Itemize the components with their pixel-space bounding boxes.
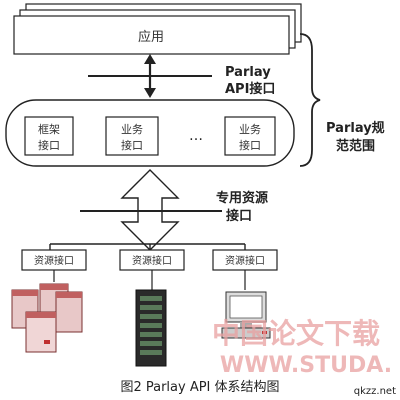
service-interface-1-rect [105,116,159,156]
resource-interface-box-3: 资源接口 [212,249,278,271]
server-led [44,340,50,344]
parlay-spec-label-line2: 范范围 [336,138,375,154]
dedicated-resource-label-line2: 接口 [226,208,252,224]
rack-slot-5 [140,332,162,337]
resource-interface-box-1: 资源接口 [21,249,87,271]
framework-interface-rect [24,116,74,156]
parlay-api-label-line2: API接口 [225,81,275,97]
api-double-arrow [88,54,212,98]
service-interface-2-line1: 业务 [239,123,261,136]
framework-interface-line2: 接口 [38,139,60,152]
application-stack: 应用 [13,3,302,55]
service-interface-1-line1: 业务 [121,123,143,136]
framework-interface-line1: 框架 [38,123,60,136]
service-interface-2-line2: 接口 [239,139,261,152]
resource-hollow-arrow [80,169,222,251]
rack-slot-1 [140,296,162,301]
server-unit-front [25,311,57,353]
parlay-spec-label-line1: Parlay规 [326,121,385,136]
resource-interface-box-2: 资源接口 [119,249,185,271]
watermark-top-text: 中国论文下载 [212,317,380,350]
service-interface-1-line2: 接口 [121,139,143,152]
monitor-screen [229,295,263,319]
service-interface-2-rect [224,116,276,156]
resource-interface-1-label: 资源接口 [34,254,74,267]
application-layer-front [13,15,290,55]
framework-interface-box: 框架 接口 [24,116,74,156]
api-arrow-head-up [144,54,156,64]
dedicated-resource-label-line1: 专用资源 [216,190,268,206]
desktop-led [262,331,267,334]
watermark-url-text: WWW.STUDA. [220,353,392,378]
resource-interface-2-label: 资源接口 [132,254,172,267]
parlay-api-label-line1: Parlay [225,65,271,80]
watermark-site-text: qkzz.net [354,386,396,397]
server-cluster-icon [11,283,83,353]
monitor-stand [240,322,252,328]
server-unit-left-top [12,290,38,296]
figure-caption: 图2 Parlay API 体系结构图 [120,380,279,395]
parlay-scope-brace [299,33,321,167]
application-label: 应用 [138,29,164,45]
api-arrow-head-down [144,88,156,98]
resource-interface-3-label: 资源接口 [225,254,265,267]
service-interface-box-1: 业务 接口 [105,116,159,156]
rack-slot-7 [140,350,162,355]
rack-tower-icon [135,289,167,367]
interfaces-ellipsis: … [189,128,203,144]
server-unit-right-top [56,292,82,298]
server-unit-center-top [40,284,68,290]
service-interface-box-2: 业务 接口 [224,116,276,156]
server-unit-front-top [26,312,56,318]
rack-slot-3 [140,314,162,319]
workstation-icon [221,291,271,339]
rack-slot-6 [140,341,162,346]
rack-slot-4 [140,323,162,328]
rack-slot-2 [140,305,162,310]
desktop-base [221,327,271,339]
